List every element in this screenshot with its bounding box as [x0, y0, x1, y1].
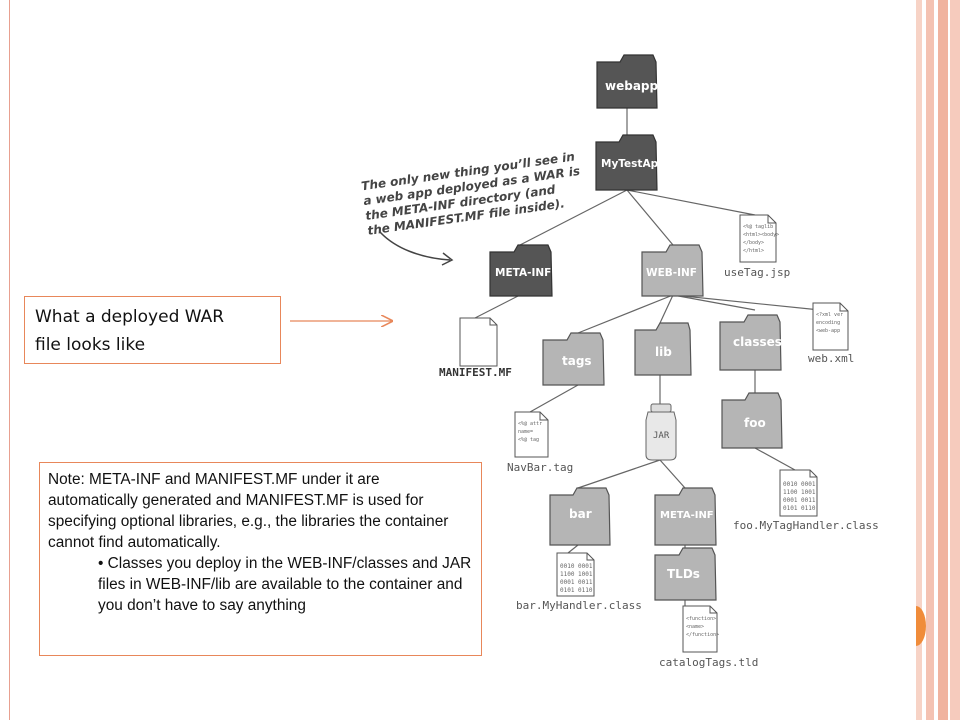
svg-text:useTag.jsp: useTag.jsp [724, 266, 790, 279]
svg-text:name=: name= [518, 429, 533, 435]
svg-text:webapps: webapps [605, 79, 665, 93]
svg-text:foo: foo [744, 416, 766, 430]
svg-text:<%@ taglib: <%@ taglib [743, 224, 773, 230]
svg-text:catalogTags.tld: catalogTags.tld [659, 656, 758, 669]
svg-text:<%@ tag: <%@ tag [518, 437, 539, 443]
svg-text:tags: tags [562, 354, 592, 368]
file-web-xml: <?xml ver encoding <web-app web.xml [808, 302, 854, 365]
slide-left-border [0, 0, 10, 720]
svg-text:encoding: encoding [816, 320, 840, 326]
svg-text:0001 0011: 0001 0011 [783, 497, 816, 504]
svg-text:NavBar.tag: NavBar.tag [507, 461, 573, 474]
svg-text:</body>: </body> [743, 240, 764, 246]
svg-text:</function>: </function> [686, 632, 719, 638]
war-callout-box: What a deployed WAR file looks like [24, 296, 281, 364]
svg-text:<name>: <name> [686, 624, 704, 630]
svg-text:The only new thing you’ll see: The only new thing you’ll see in a web a… [360, 148, 589, 237]
svg-text:TLDs: TLDs [667, 567, 700, 581]
svg-text:web.xml: web.xml [808, 352, 854, 365]
folder-classes: classes [719, 314, 782, 371]
svg-text:<?xml ver: <?xml ver [816, 312, 843, 318]
svg-text:0001 0011: 0001 0011 [560, 579, 593, 586]
svg-text:bar: bar [569, 507, 592, 521]
file-manifest-mf: MANIFEST.MF [439, 317, 512, 379]
svg-text:classes: classes [733, 335, 782, 349]
file-foo-myhandler-class: 0010 0001 1100 1001 0001 0011 0101 0110 … [733, 469, 879, 532]
note-paragraph: Note: META-INF and MANIFEST.MF under it … [48, 471, 449, 551]
handwritten-annotation: The only new thing you’ll see in a web a… [360, 148, 589, 266]
folder-tags: tags [542, 332, 605, 386]
svg-text:</html>: </html> [743, 248, 764, 254]
file-catalogtags-tld: <function> <name> </function> catalogTag… [659, 605, 758, 669]
callout-line-2: file looks like [35, 335, 146, 355]
svg-text:<html><body>: <html><body> [743, 232, 779, 238]
file-usetag-jsp: <%@ taglib <html><body> </body> </html> … [724, 214, 790, 279]
svg-text:<web-app: <web-app [816, 328, 840, 334]
file-navbar-tag: <%@ attr name= <%@ tag NavBar.tag [507, 411, 573, 474]
folder-webapps: webapps [596, 54, 665, 109]
slide-right-border [916, 0, 960, 720]
folder-meta-inf: META-INF [489, 244, 553, 297]
svg-text:WEB-INF: WEB-INF [646, 267, 697, 279]
svg-text:1100 1001: 1100 1001 [560, 571, 593, 578]
svg-text:lib: lib [655, 345, 672, 359]
folder-tlds: TLDs [654, 547, 717, 601]
svg-text:1100 1001: 1100 1001 [783, 489, 816, 496]
jar-file: JAR [645, 403, 677, 461]
svg-text:0010 0001: 0010 0001 [560, 563, 593, 570]
folder-lib: lib [634, 322, 692, 376]
folder-web-inf: WEB-INF [641, 244, 704, 297]
tree-connectors [474, 108, 821, 606]
note-box: Note: META-INF and MANIFEST.MF under it … [39, 462, 482, 656]
folder-mytestapp: MyTestApp [595, 134, 666, 191]
svg-text:META-INF: META-INF [660, 510, 714, 521]
file-bar-myhandler-class: 0010 0001 1100 1001 0001 0011 0101 0110 … [516, 552, 642, 612]
svg-text:0101 0110: 0101 0110 [783, 505, 816, 512]
folder-meta-inf-lib: META-INF [654, 487, 717, 546]
svg-text:MANIFEST.MF: MANIFEST.MF [439, 366, 512, 379]
svg-text:JAR: JAR [653, 431, 670, 441]
slide-edge-tab [916, 606, 926, 646]
svg-text:foo.MyTagHandler.class: foo.MyTagHandler.class [733, 519, 879, 532]
callout-line-1: What a deployed WAR [35, 307, 225, 327]
svg-text:0101 0110: 0101 0110 [560, 587, 593, 594]
svg-text:<function>: <function> [686, 616, 716, 622]
folder-bar: bar [549, 487, 611, 546]
note-bullet: • Classes you deploy in the WEB-INF/clas… [98, 555, 472, 614]
svg-text:META-INF: META-INF [495, 267, 551, 279]
svg-text:0010 0001: 0010 0001 [783, 481, 816, 488]
folder-foo: foo [721, 392, 783, 449]
svg-text:bar.MyHandler.class: bar.MyHandler.class [516, 599, 642, 612]
svg-text:MyTestApp: MyTestApp [601, 158, 666, 170]
svg-text:<%@ attr: <%@ attr [518, 421, 542, 427]
